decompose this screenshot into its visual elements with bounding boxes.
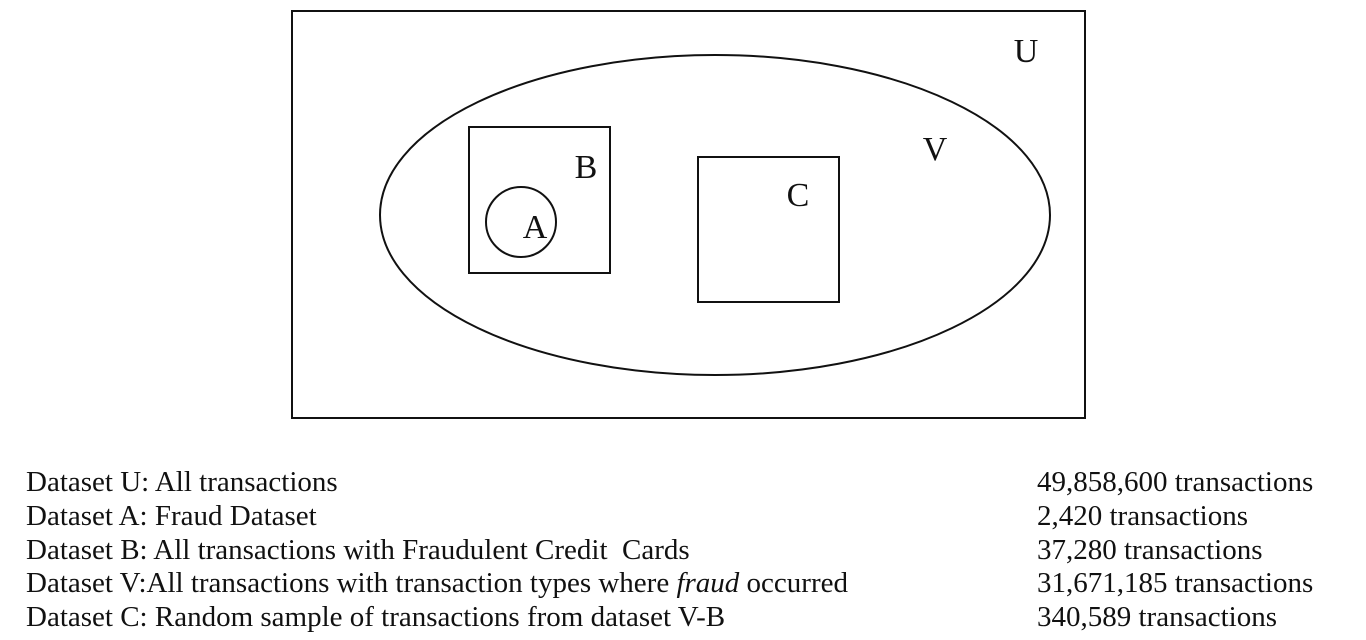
- set-u-rectangle: [291, 10, 1086, 419]
- legend-count: 37,280 transactions: [1037, 534, 1263, 566]
- legend-description: Dataset C: Random sample of transactions…: [26, 601, 726, 633]
- legend-count: 340,589 transactions: [1037, 601, 1278, 633]
- legend-description: Dataset B: All transactions with Fraudul…: [26, 534, 690, 566]
- legend-description: Dataset V:All transactions with transact…: [26, 566, 848, 600]
- set-v-ellipse: [379, 54, 1051, 376]
- legend-count: 31,671,185 transactions: [1037, 567, 1314, 599]
- legend-description: Dataset A: Fraud Dataset: [26, 500, 317, 532]
- venn-diagram: U V B A C: [291, 10, 1086, 419]
- label-c: C: [787, 177, 810, 214]
- set-a-circle: [485, 186, 557, 258]
- set-b-square: [468, 126, 611, 274]
- legend-description-end: occurred: [739, 567, 848, 599]
- set-c-square: [697, 156, 840, 303]
- legend-count: 49,858,600 transactions: [1037, 466, 1314, 498]
- label-a: A: [523, 209, 548, 246]
- label-v: V: [923, 131, 948, 168]
- label-u: U: [1014, 33, 1039, 70]
- label-b: B: [575, 149, 598, 186]
- legend-description: Dataset U: All transactions: [26, 466, 338, 498]
- legend-description-emphasis: fraud: [676, 567, 740, 599]
- legend-description-start: Dataset V:All transactions with transact…: [26, 567, 677, 599]
- legend-count: 2,420 transactions: [1037, 500, 1249, 532]
